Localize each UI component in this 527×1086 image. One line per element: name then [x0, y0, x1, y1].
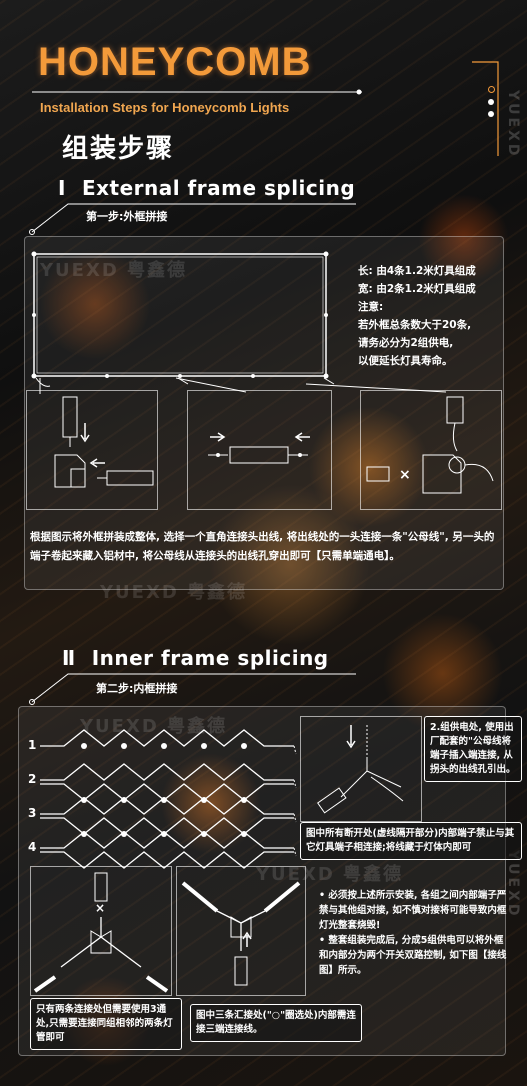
detail-box-corner	[26, 390, 158, 510]
brand-vertical-text: YUEXD	[505, 850, 521, 919]
section1-title: Ⅰ External frame splicing	[58, 176, 355, 200]
wire-warning-callout: 图中所有断开处(虚线隔开部分)内部端子禁止与其它灯具端子相连接;将线藏于灯体内即…	[300, 822, 522, 860]
cross-mark-icon: ×	[95, 901, 106, 915]
cross-mark-icon: ×	[399, 467, 411, 483]
section2-step-label: 第二步:内框拼接	[96, 682, 178, 695]
decorative-dots	[485, 86, 497, 123]
section1-step-label: 第一步:外框拼接	[86, 210, 168, 223]
page-title: HONEYCOMB	[38, 40, 312, 84]
note-attention: 注意:	[358, 301, 384, 313]
power-connector-diagram	[317, 725, 404, 814]
watermark: YUEXD 粤鑫德	[80, 716, 228, 737]
detail-box-wire-exit: ×	[360, 390, 502, 510]
note-line-3: 以便延长灯具寿命。	[358, 355, 453, 367]
note-line-2: 请务必分为2组供电,	[358, 337, 454, 349]
section1-notes: 长: 由4条1.2米灯具组成 宽: 由2条1.2米灯具组成 注意: 若外框总条数…	[358, 262, 476, 370]
corner-bracket	[472, 61, 499, 156]
wire-exit-diagram	[366, 396, 494, 494]
assembly-steps-heading: 组装步骤	[62, 134, 175, 164]
section1-panel	[24, 236, 504, 590]
brand-vertical-text: YUEXD	[505, 90, 521, 159]
honeycomb-rows-diagram	[40, 729, 297, 869]
section1-divider	[29, 203, 356, 235]
note-width: 宽: 由2条1.2米灯具组成	[358, 283, 476, 295]
watermark: YUEXD 粤鑫德	[100, 582, 248, 603]
section2-numeral: Ⅱ	[62, 646, 76, 670]
section2-title: Ⅱ Inner frame splicing	[62, 646, 329, 670]
detail-box-straight	[187, 390, 332, 510]
section1-description: 根据图示将外框拼装成整体, 选择一个直角连接头出线, 将出线处的一头连接一条"公…	[30, 531, 495, 562]
row-number-1: 1	[28, 738, 37, 752]
ring-dot-icon	[488, 86, 495, 93]
watermark: YUEXD 粤鑫德	[40, 260, 188, 281]
watermark: YUEXD 粤鑫德	[256, 864, 404, 885]
row-number-2: 2	[28, 772, 37, 786]
two-way-connector-diagram	[33, 872, 169, 993]
dot-icon	[488, 111, 494, 117]
row-number-4: 4	[28, 840, 37, 854]
dot-icon	[488, 99, 494, 105]
title-underline	[32, 89, 362, 95]
row-number-3: 3	[28, 806, 37, 820]
straight-connector-diagram	[208, 432, 310, 464]
note-line-1: 若外框总条数大于20条,	[358, 319, 472, 331]
corner-connector-diagram	[54, 396, 154, 488]
section1-title-text: External frame splicing	[81, 176, 356, 200]
page-subtitle: Installation Steps for Honeycomb Lights	[40, 100, 290, 115]
note-length: 长: 由4条1.2米灯具组成	[358, 265, 476, 277]
section1-numeral: Ⅰ	[58, 176, 66, 200]
power-detail-box	[300, 716, 422, 822]
two-way-detail-box: ×	[30, 866, 172, 996]
power-callout: 2.组供电处, 使用出厂配套的"公母线将端子插入端连接, 从拐头的出线孔引出。	[424, 716, 522, 782]
three-way-callout: 图中三条汇接处("○"圈选处)内部需连接三端连接线。	[190, 1004, 362, 1042]
outer-frame-diagram	[31, 251, 335, 387]
section2-title-text: Inner frame splicing	[91, 646, 329, 670]
two-way-callout: 只有两条连接处但需要使用3通处,只需要连接同组相邻的两条灯管即可	[30, 998, 182, 1050]
three-way-connector-diagram	[181, 881, 301, 986]
installation-notes: • 必须按上述所示安装, 各组之间内部端子严禁与其他组对接, 如不慎对接将可能导…	[319, 890, 507, 976]
three-way-detail-box	[176, 866, 306, 996]
section2-divider	[29, 673, 356, 705]
